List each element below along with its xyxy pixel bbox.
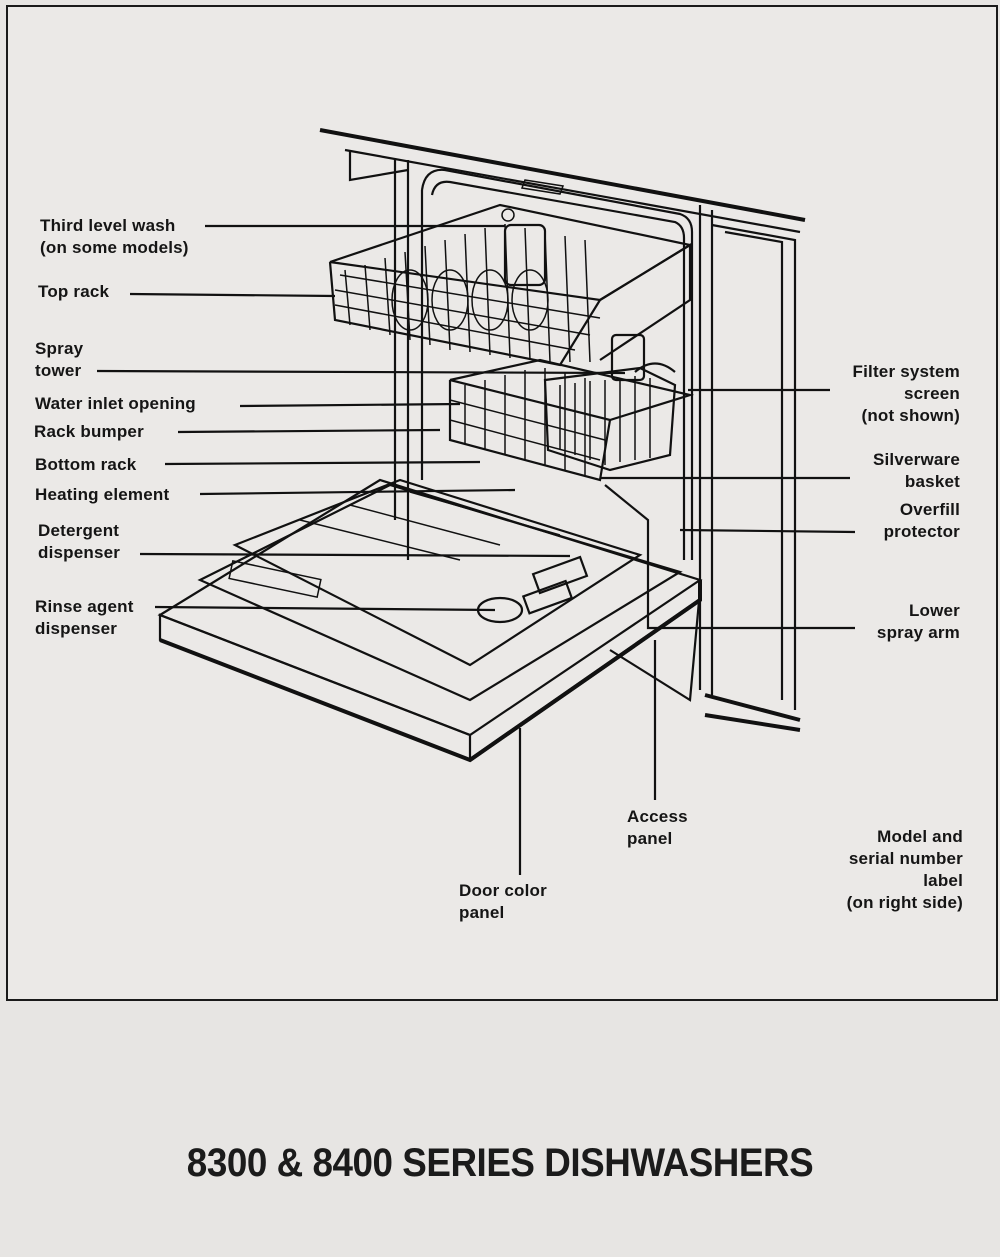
label-access-panel: Access panel: [627, 807, 688, 848]
label-rack-bumper: Rack bumper: [34, 422, 144, 441]
cabinet-outline: [319, 128, 806, 732]
label-overfill-protector: Overfill protector: [883, 500, 960, 541]
label-water-inlet: Water inlet opening: [35, 394, 196, 413]
page-title: 8300 & 8400 SERIES DISHWASHERS: [186, 1141, 814, 1185]
label-filter-system-screen: Filter system screen (not shown): [852, 362, 960, 425]
label-door-color-panel: Door color panel: [459, 881, 547, 922]
bottom-rack-drawing: [448, 333, 695, 482]
label-third-level-wash: Third level wash (on some models): [40, 216, 189, 257]
label-top-rack: Top rack: [38, 282, 110, 301]
label-lower-spray-arm: Lower spray arm: [876, 601, 960, 642]
top-rack-drawing: [328, 203, 693, 367]
door-drawing: [157, 478, 703, 763]
label-bottom-rack: Bottom rack: [35, 455, 137, 474]
diagram-frame: [6, 5, 998, 1001]
leader-lines: [96, 224, 856, 875]
tub-outline: [420, 168, 694, 560]
label-spray-tower: Spray tower: [35, 339, 84, 380]
label-silverware-basket: Silverware basket: [872, 450, 960, 491]
label-heating-element: Heating element: [35, 485, 170, 504]
dishwasher-illustration: [96, 128, 856, 875]
label-detergent-dispenser: Detergent dispenser: [38, 521, 121, 562]
label-rinse-agent-dispenser: Rinse agent dispenser: [35, 597, 134, 638]
label-model-serial: Model and serial number label (on right …: [846, 827, 963, 912]
